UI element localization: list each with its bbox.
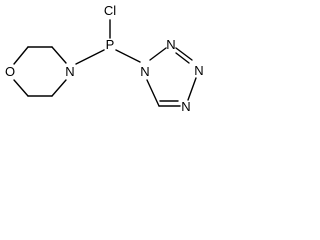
atom-nitrogen-tetrazole-3: N	[194, 63, 203, 78]
bond-n2-n3-double	[175, 52, 190, 64]
bond-c-n-lower	[51, 79, 67, 97]
bond-n1-n2	[149, 47, 167, 61]
bond-n-c-upper	[51, 46, 67, 64]
chemical-structure-diagram: O N P Cl N N N N	[5, 3, 204, 114]
bond-c-o-upper	[13, 46, 29, 65]
bond-c5-n1	[146, 79, 160, 107]
atom-chlorine: Cl	[104, 3, 116, 18]
atom-oxygen: O	[5, 64, 15, 79]
atom-phosphorus: P	[106, 37, 115, 52]
atom-nitrogen-morpholine: N	[65, 64, 74, 79]
atom-nitrogen-tetrazole-4: N	[181, 99, 190, 114]
bond-n2-n3	[175, 47, 193, 61]
bond-o-c-lower	[13, 79, 29, 97]
atom-nitrogen-tetrazole-2: N	[166, 37, 175, 52]
atom-nitrogen-tetrazole-1: N	[140, 64, 149, 79]
bond-p-n-tetrazole	[115, 49, 141, 63]
bond-n3-n4	[187, 77, 197, 101]
bond-n-p	[75, 49, 105, 65]
